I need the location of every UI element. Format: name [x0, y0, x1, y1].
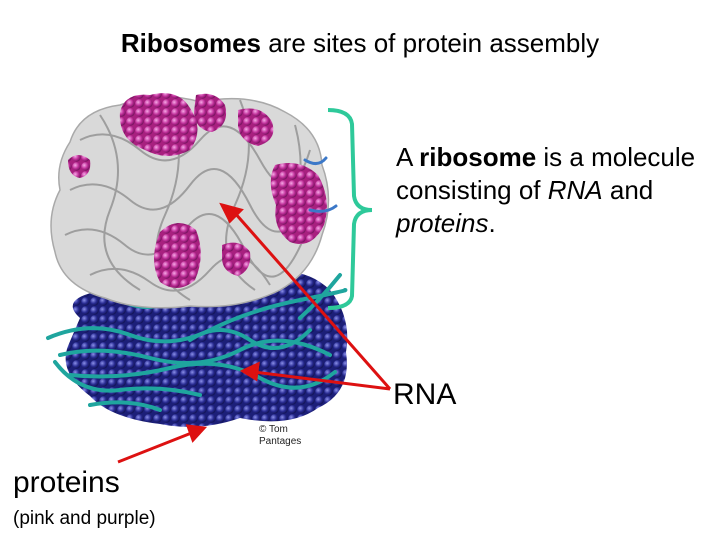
pink-protein-clusters [68, 93, 327, 289]
desc-part3: and [602, 175, 654, 205]
desc-part2: is a molecule consisting of [396, 142, 696, 205]
title-rest: are sites of protein assembly [261, 28, 600, 58]
title-bold: Ribosomes [120, 28, 261, 58]
blue-rna-strands [303, 156, 338, 213]
desc-italic-proteins: proteins [396, 208, 489, 238]
image-credit: © Tom Pantages [259, 424, 301, 448]
credit-line2: Pantages [259, 436, 302, 447]
desc-bold-ribosome: ribosome [419, 142, 537, 172]
subunit-bracket [327, 108, 373, 310]
gray-rna-mass [50, 95, 330, 309]
proteins-label: proteins [13, 466, 120, 499]
desc-italic-rna: RNA [547, 175, 603, 205]
ribosome-description: A ribosome is a molecule consisting of R… [396, 141, 716, 240]
credit-line1: © Tom [259, 424, 288, 435]
rna-label: RNA [393, 378, 457, 411]
desc-part4: . [488, 208, 496, 238]
desc-part1: A [396, 142, 420, 172]
proteins-sublabel: (pink and purple) [13, 508, 156, 529]
slide-title: Ribosomes are sites of protein assembly [0, 28, 720, 59]
pointer-lines [117, 202, 392, 464]
